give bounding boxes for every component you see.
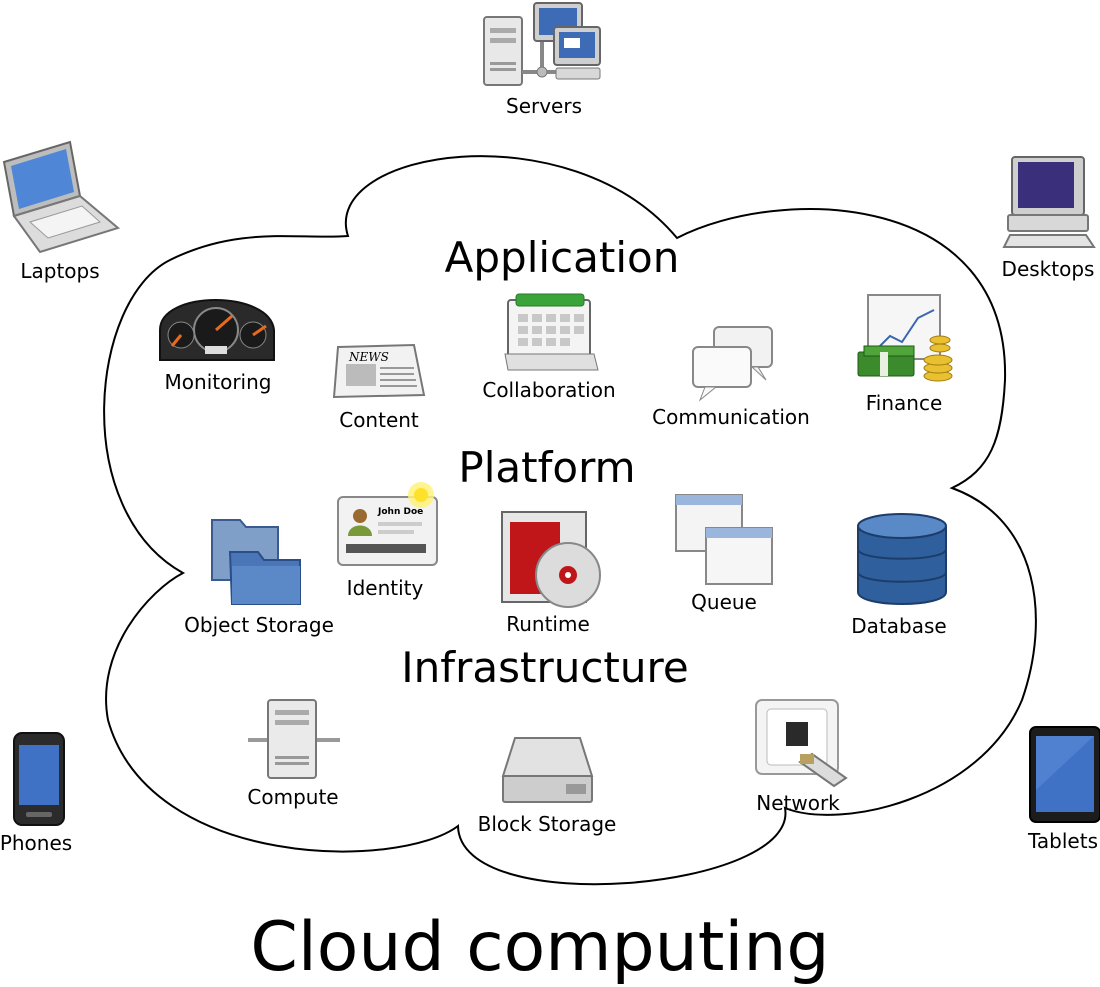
folders-icon	[211, 519, 301, 605]
newspaper-icon	[332, 343, 426, 399]
speech-bubbles-icon	[692, 326, 773, 402]
layer-heading-infrastructure: Infrastructure	[401, 643, 689, 692]
servers-label: Servers	[505, 94, 583, 118]
finance-chart-money-icon	[857, 294, 953, 382]
monitoring-gauge-icon	[159, 299, 275, 361]
block-storage-label: Block Storage	[477, 812, 617, 836]
tablet-icon	[1029, 726, 1100, 823]
news-masthead-text: NEWS	[349, 350, 389, 364]
database-label: Database	[851, 614, 947, 638]
id-card-name-text: John Doe	[378, 507, 424, 517]
phones-label: Phones	[0, 831, 73, 855]
runtime-label: Runtime	[506, 612, 590, 636]
monitoring-label: Monitoring	[164, 370, 272, 394]
identity-label: Identity	[346, 576, 424, 600]
hard-disk-icon	[501, 737, 594, 803]
layer-heading-application: Application	[444, 233, 680, 282]
queue-label: Queue	[691, 590, 757, 614]
collaboration-label: Collaboration	[482, 378, 616, 402]
compute-label: Compute	[247, 785, 339, 809]
desktops-label: Desktops	[1001, 257, 1095, 281]
laptop-icon	[2, 140, 121, 254]
queue-windows-icon	[675, 494, 773, 585]
calendar-icon	[504, 293, 599, 371]
communication-label: Communication	[652, 405, 810, 429]
diagram-title: Cloud computing	[250, 908, 830, 987]
servers-icon	[483, 2, 601, 86]
id-card-icon	[337, 482, 438, 566]
layer-heading-platform: Platform	[458, 443, 636, 492]
content-label: Content	[339, 408, 419, 432]
laptops-label: Laptops	[20, 259, 100, 283]
network-label: Network	[756, 791, 840, 815]
object-storage-label: Object Storage	[184, 613, 334, 637]
compute-server-icon	[248, 699, 340, 779]
phone-icon	[13, 732, 65, 826]
database-icon	[857, 513, 947, 605]
network-port-icon	[755, 699, 848, 788]
tablets-label: Tablets	[1028, 829, 1098, 853]
finance-label: Finance	[865, 391, 943, 415]
runtime-icon	[501, 511, 601, 608]
desktop-icon	[1002, 156, 1096, 248]
